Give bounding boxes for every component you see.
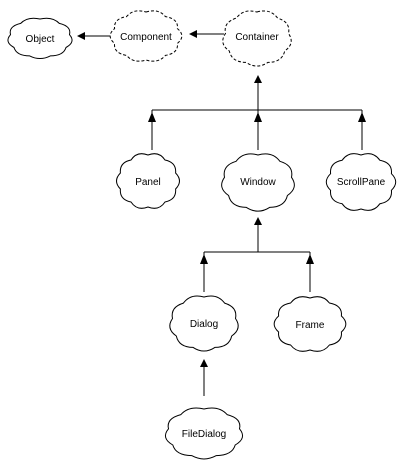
node-object[interactable]: Object: [7, 17, 73, 60]
node-filedialog-label: FileDialog: [182, 429, 226, 440]
arrow-dialog: [200, 254, 208, 264]
node-panel-label: Panel: [135, 177, 161, 188]
node-scrollpane-label: ScrollPane: [337, 177, 386, 188]
node-panel[interactable]: Panel: [116, 153, 180, 209]
node-dialog-shape: [169, 295, 239, 352]
node-scrollpane[interactable]: ScrollPane: [325, 153, 397, 211]
node-scrollpane-shape: [325, 153, 397, 211]
node-frame[interactable]: Frame: [273, 296, 347, 352]
arrow-scrollpane: [358, 112, 366, 122]
node-container-shape: [222, 10, 292, 67]
node-container[interactable]: Container: [222, 10, 292, 67]
node-window-shape: [221, 153, 295, 212]
node-filedialog[interactable]: FileDialog: [164, 407, 244, 460]
node-component-shape: [109, 10, 183, 62]
node-dialog[interactable]: Dialog: [169, 295, 239, 352]
node-panel-shape: [116, 153, 180, 209]
node-window[interactable]: Window: [221, 153, 295, 212]
node-filedialog-shape: [164, 407, 244, 460]
arrow-panel: [148, 112, 156, 122]
node-component[interactable]: Component: [109, 10, 183, 62]
arrow-window: [254, 112, 262, 122]
node-window-label: Window: [240, 177, 276, 188]
edges: [77, 30, 366, 396]
node-component-label: Component: [120, 32, 172, 43]
node-frame-label: Frame: [296, 320, 325, 331]
arrow-frame: [306, 254, 314, 264]
node-dialog-label: Dialog: [190, 319, 218, 330]
node-container-label: Container: [235, 32, 279, 43]
edge-group-window-children: [200, 217, 314, 292]
node-object-shape: [7, 17, 73, 60]
edge-group-container-children: [148, 75, 366, 150]
node-object-label: Object: [26, 34, 55, 45]
nodes: Object Component Container Panel Window: [7, 10, 397, 460]
node-frame-shape: [273, 296, 347, 352]
